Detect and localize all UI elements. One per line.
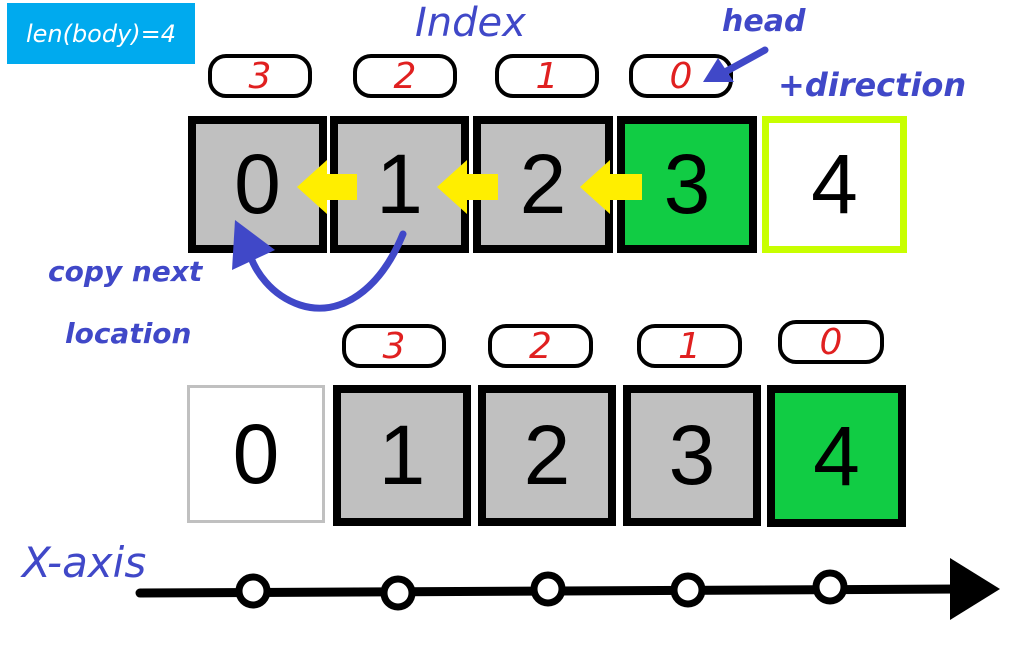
axis-point: [380, 575, 416, 611]
copy-arrow-icon: [580, 160, 642, 214]
copy-arrow-icon: [437, 160, 498, 214]
location-label: location: [65, 317, 192, 350]
head-pointer-line: [721, 46, 769, 76]
head-pointer-arrowhead-icon: [703, 58, 734, 82]
axis-point: [235, 573, 271, 609]
len-body-badge: len(body)=4: [7, 3, 195, 64]
index-pill: 3: [208, 54, 312, 98]
index-pill: 3: [342, 324, 446, 368]
index-pill: 0: [778, 320, 884, 364]
head-cell: 4: [767, 385, 906, 527]
x-axis-label: X-axis: [22, 538, 147, 587]
vacated-cell: 0: [187, 385, 325, 523]
axis-point: [530, 571, 566, 607]
copy-next-label: copy next: [48, 255, 203, 288]
body-cell: 2: [478, 385, 616, 526]
head-label: head: [722, 4, 806, 39]
copy-next-curve: [246, 230, 407, 312]
index-pill: 2: [353, 54, 457, 98]
index-pill: 1: [495, 54, 599, 98]
index-pill: 1: [637, 324, 742, 368]
copy-arrow-icon: [297, 160, 357, 214]
copy-next-arrowhead-icon: [232, 220, 275, 270]
body-cell: 3: [623, 385, 761, 526]
x-axis-arrowhead-icon: [950, 558, 1000, 620]
index-pill: 2: [488, 324, 593, 368]
axis-point: [670, 572, 706, 608]
body-cell: 1: [333, 385, 471, 526]
index-label: Index: [415, 0, 526, 46]
axis-point: [812, 569, 848, 605]
head-cell: 3: [617, 116, 757, 253]
next-cell: 4: [762, 116, 907, 253]
direction-label: +direction: [778, 66, 967, 104]
